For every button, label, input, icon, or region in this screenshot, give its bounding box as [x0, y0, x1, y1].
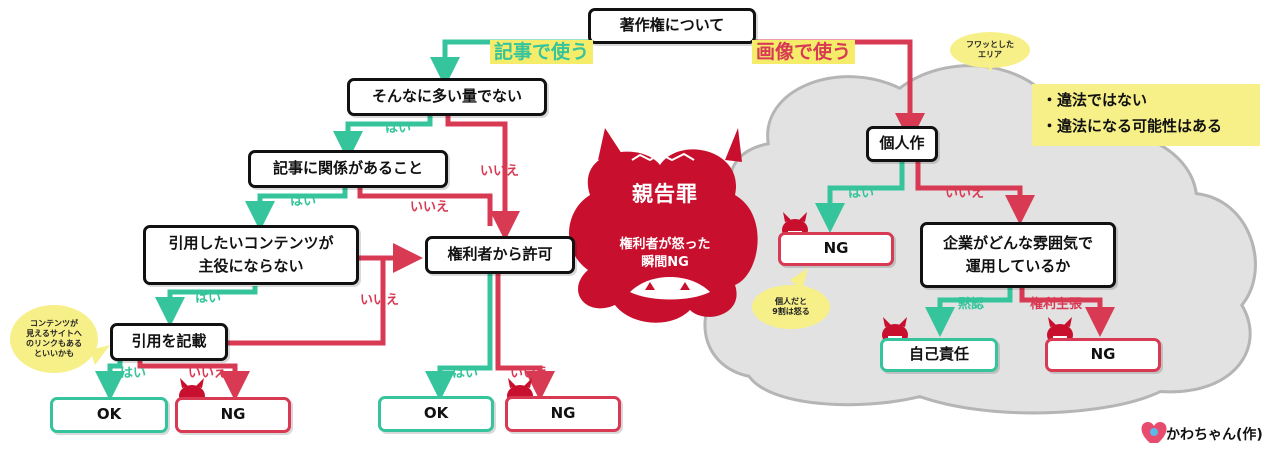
permit-node: 権利者から許可: [425, 236, 575, 274]
fuzzy-bubble-line2: エリア: [978, 50, 1002, 59]
tacit-label: 黙認: [958, 297, 985, 312]
q3-line1: 引用したいコンテンツが: [168, 233, 334, 252]
q1-node: そんなに多い量でない: [347, 78, 547, 116]
cite-yes-label: はい: [120, 366, 147, 381]
self-responsibility-node: 自己責任: [880, 338, 998, 372]
cite-no-label: いいえ: [188, 366, 228, 381]
q3-line2: 主役にならない: [198, 257, 304, 275]
q1-yes-label: はい: [385, 121, 412, 136]
root-node: 著作権について: [588, 8, 756, 44]
personal-no-label: いいえ: [945, 186, 985, 201]
content-bubble-line2: 見えるサイトへ: [26, 329, 82, 338]
content-bubble-line4: といいかも: [34, 349, 74, 358]
ng-node-2: NG: [505, 396, 621, 432]
q3-node: 引用したいコンテンツが主役にならない: [143, 225, 359, 285]
content-bubble-line1: コンテンツが: [30, 319, 78, 328]
q3-no-label: いいえ: [360, 293, 400, 308]
q1-no-label: いいえ: [480, 164, 520, 179]
cite-node: 引用を記載: [110, 323, 228, 361]
personal-bubble-line1: 個人だと: [774, 297, 807, 306]
ng-node-1: NG: [175, 397, 291, 433]
personal-yes-label: はい: [848, 186, 875, 201]
corp-line2: 運用しているか: [965, 257, 1071, 275]
legal-note-item-2: ・違法になる可能性はある: [1042, 116, 1223, 135]
heart-logo-icon: [1141, 422, 1167, 443]
permit-yes-label: はい: [452, 366, 479, 381]
legal-note: ・違法ではない ・違法になる可能性はある: [1032, 84, 1260, 146]
oni-message: 権利者が怒った瞬間NG: [600, 236, 730, 271]
permit-no-label: いいえ: [510, 366, 550, 381]
legal-note-item-1: ・違法ではない: [1042, 91, 1148, 109]
content-bubble-line3: のリンクもある: [26, 339, 82, 348]
ok-node-2: OK: [378, 396, 494, 432]
q2-no-label: いいえ: [410, 200, 450, 215]
personal-bubble-line2: 9割は怒る: [772, 307, 810, 316]
q2-node: 記事に関係があること: [248, 150, 448, 188]
content-link-bubble: コンテンツが見えるサイトへのリンクもあるといいかも: [10, 305, 98, 373]
q2-yes-label: はい: [290, 194, 317, 209]
personal-node: 個人作: [866, 126, 938, 162]
ng-personal-node: NG: [778, 232, 894, 266]
branch-article-label: 記事で使う: [490, 40, 594, 64]
oni-icon: [569, 128, 758, 323]
rights-claim-label: 権利主張: [1030, 297, 1083, 312]
oni-title: 親告罪: [632, 182, 698, 206]
corp-node: 企業がどんな雰囲気で運用しているか: [920, 222, 1116, 288]
oni-message-line2: 瞬間NG: [641, 254, 689, 270]
ng-corp-node: NG: [1045, 338, 1161, 372]
corp-line1: 企業がどんな雰囲気で: [942, 233, 1093, 252]
ok-node-1: OK: [50, 397, 168, 433]
fuzzy-bubble-line1: フワッとした: [966, 40, 1014, 49]
branch-image-label: 画像で使う: [752, 40, 856, 64]
fuzzy-area-bubble: フワッとしたエリア: [950, 32, 1030, 68]
q3-yes-label: はい: [195, 291, 222, 306]
oni-message-line1: 権利者が怒った: [619, 237, 711, 252]
author-credit: かわちゃん(作): [1166, 427, 1263, 443]
